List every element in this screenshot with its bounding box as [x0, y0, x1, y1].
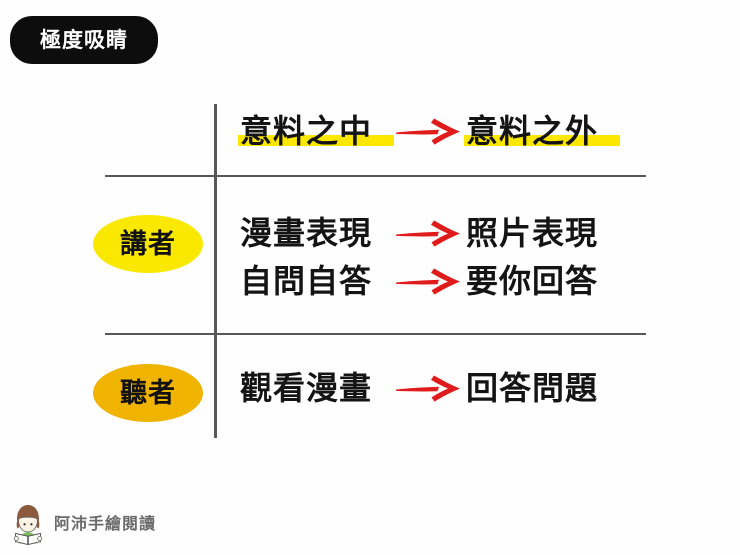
horizontal-divider-top — [105, 175, 646, 177]
yellow-highlight-bar — [238, 135, 394, 146]
role-label-listener: 聽者 — [84, 362, 212, 424]
row-to-phrase: 回答問題 — [466, 372, 618, 404]
title-badge-label: 極度吸睛 — [40, 27, 128, 52]
row-to-text: 回答問題 — [466, 369, 599, 407]
speaker-label-text: 講者 — [120, 228, 176, 260]
row-to-text: 意料之外 — [466, 112, 599, 150]
title-badge: 極度吸睛 — [10, 16, 158, 64]
row-to-phrase: 意料之外 — [464, 112, 620, 150]
comparison-matrix: 講者 聽者 意料之中 意料之外 漫畫表現 — [84, 104, 660, 438]
listener-label-text: 聽者 — [120, 377, 176, 409]
watermark: 阿沛手繪閱讀 — [8, 501, 156, 547]
reading-person-doodle-icon — [8, 502, 48, 546]
right-arrow-icon — [392, 114, 466, 148]
row-to-text: 要你回答 — [466, 262, 599, 300]
vertical-divider — [214, 104, 217, 438]
row-to-phrase: 要你回答 — [466, 265, 618, 297]
row-to-text: 照片表現 — [466, 214, 599, 252]
listener-highlight-ellipse — [93, 364, 203, 422]
right-arrow-icon — [392, 216, 466, 250]
row-from-text: 觀看漫畫 — [240, 369, 373, 407]
comparison-row: 意料之中 意料之外 — [238, 105, 660, 157]
speaker-highlight-ellipse — [93, 215, 203, 273]
row-from-phrase: 意料之中 — [238, 112, 394, 150]
row-from-phrase: 漫畫表現 — [240, 217, 392, 249]
comparison-row: 漫畫表現 照片表現 — [240, 207, 660, 259]
watermark-text: 阿沛手繪閱讀 — [54, 514, 157, 533]
horizontal-divider-bottom — [105, 333, 646, 335]
comparison-row: 自問自答 要你回答 — [240, 255, 660, 307]
row-from-text: 意料之中 — [240, 112, 373, 150]
row-from-text: 自問自答 — [240, 262, 373, 300]
comparison-row: 觀看漫畫 回答問題 — [240, 362, 660, 414]
right-arrow-icon — [392, 264, 466, 298]
row-to-phrase: 照片表現 — [466, 217, 618, 249]
row-from-phrase: 觀看漫畫 — [240, 372, 392, 404]
right-arrow-icon — [392, 371, 466, 405]
role-label-speaker: 講者 — [84, 213, 212, 275]
row-from-text: 漫畫表現 — [240, 214, 373, 252]
yellow-highlight-bar — [464, 135, 620, 146]
row-from-phrase: 自問自答 — [240, 265, 392, 297]
